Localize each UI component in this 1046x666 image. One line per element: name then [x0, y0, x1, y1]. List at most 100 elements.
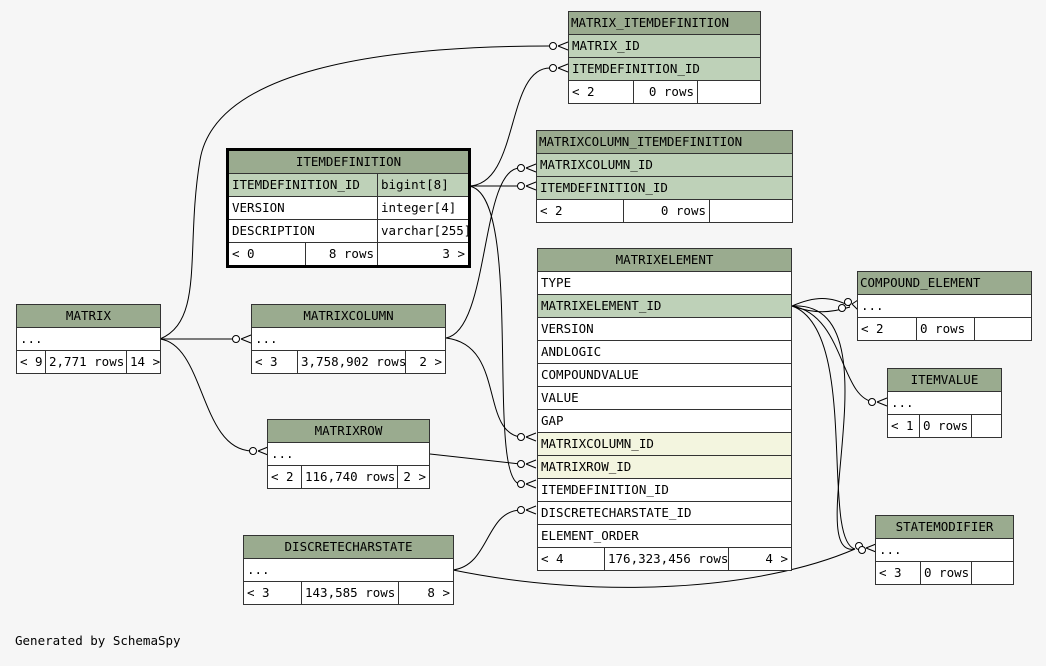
- column-row[interactable]: MATRIXCOLUMN_ID: [538, 433, 791, 456]
- parents-count[interactable]: < 9: [20, 354, 43, 369]
- column-row[interactable]: DISCRETECHARSTATE_ID: [538, 502, 791, 525]
- table-matrixrow[interactable]: MATRIXROW ... < 2 116,740 rows 2 >: [267, 419, 430, 489]
- column-row[interactable]: VERSION: [538, 318, 791, 341]
- table-footer: < 3 143,585 rows 8 >: [244, 582, 453, 604]
- column-name: ITEMDEFINITION_ID: [540, 180, 668, 195]
- zero-many-marker: [232, 335, 240, 343]
- children-count[interactable]: [697, 81, 760, 103]
- column-row[interactable]: VERSION integer[4]: [229, 197, 468, 220]
- children-count[interactable]: 14 >: [126, 351, 160, 373]
- children-count[interactable]: 2 >: [405, 351, 445, 373]
- edge-matrixcolumn-to-matrixelement: [445, 337, 521, 438]
- column-name: ...: [891, 395, 914, 410]
- children-count[interactable]: [971, 415, 1001, 437]
- zero-many-marker: [549, 42, 557, 50]
- table-matrixelement[interactable]: MATRIXELEMENT TYPE MATRIXELEMENT_ID VERS…: [537, 248, 792, 571]
- edge-matrix-to-matrixrow: [159, 338, 253, 452]
- column-name: TYPE: [541, 275, 572, 290]
- parents-count[interactable]: < 2: [572, 84, 595, 99]
- table-footer: < 0 8 rows 3 >: [229, 243, 468, 265]
- column-name: ...: [879, 542, 902, 557]
- column-row[interactable]: TYPE: [538, 272, 791, 295]
- table-statemodifier[interactable]: STATEMODIFIER ... < 3 0 rows: [875, 515, 1014, 585]
- row-count: 0 rows: [633, 81, 697, 103]
- parents-count[interactable]: < 2: [540, 203, 563, 218]
- table-footer: < 4 176,323,456 rows 4 >: [538, 548, 791, 570]
- row-count: 116,740 rows: [301, 466, 397, 488]
- parents-count[interactable]: < 0: [232, 246, 255, 261]
- table-matrix-itemdefinition[interactable]: MATRIX_ITEMDEFINITION MATRIX_ID ITEMDEFI…: [568, 11, 761, 104]
- parents-count[interactable]: < 4: [541, 551, 564, 566]
- column-row[interactable]: COMPOUNDVALUE: [538, 364, 791, 387]
- column-row[interactable]: MATRIX_ID: [569, 35, 760, 58]
- children-count[interactable]: 2 >: [397, 466, 429, 488]
- column-row[interactable]: MATRIXROW_ID: [538, 456, 791, 479]
- column-row[interactable]: GAP: [538, 410, 791, 433]
- zero-many-marker: [517, 164, 525, 172]
- column-row[interactable]: ITEMDEFINITION_ID: [569, 58, 760, 81]
- column-row[interactable]: ITEMDEFINITION_ID: [538, 479, 791, 502]
- children-count[interactable]: 3 >: [377, 243, 468, 265]
- parents-count[interactable]: < 2: [271, 469, 294, 484]
- edge-itemdefinition-to-matrixelement: [467, 185, 521, 485]
- table-footer: < 2 0 rows: [537, 200, 792, 222]
- column-name: ITEMDEFINITION_ID: [232, 177, 360, 192]
- column-row[interactable]: DESCRIPTION varchar[255]: [229, 220, 468, 243]
- column-name: ITEMDEFINITION_ID: [541, 482, 669, 497]
- table-matrix[interactable]: MATRIX ... < 9 2,771 rows 14 >: [16, 304, 161, 374]
- crowfoot-marker: [525, 181, 537, 191]
- parents-count[interactable]: < 3: [255, 354, 278, 369]
- parents-count[interactable]: < 3: [247, 585, 270, 600]
- table-compound-element[interactable]: COMPOUND_ELEMENT ... < 2 0 rows: [857, 271, 1032, 341]
- table-matrixcolumn[interactable]: MATRIXCOLUMN ... < 3 3,758,902 rows 2 >: [251, 304, 446, 374]
- zero-many-marker: [838, 304, 846, 312]
- zero-many-marker: [855, 542, 863, 550]
- column-row[interactable]: MATRIXELEMENT_ID: [538, 295, 791, 318]
- row-count: 2,771 rows: [45, 351, 126, 373]
- column-row[interactable]: ANDLOGIC: [538, 341, 791, 364]
- crowfoot-marker: [525, 505, 537, 515]
- table-title: MATRIXCOLUMN_ITEMDEFINITION: [537, 131, 792, 154]
- column-row[interactable]: ...: [876, 539, 1013, 562]
- parents-count[interactable]: < 1: [891, 418, 914, 433]
- column-name: COMPOUNDVALUE: [541, 367, 639, 382]
- column-row[interactable]: VALUE: [538, 387, 791, 410]
- parents-count[interactable]: < 3: [879, 565, 902, 580]
- column-row[interactable]: ...: [244, 559, 453, 582]
- table-title: STATEMODIFIER: [876, 516, 1013, 539]
- children-count[interactable]: [971, 562, 1013, 584]
- generated-by-caption: Generated by SchemaSpy: [15, 633, 181, 648]
- column-name: MATRIXCOLUMN_ID: [540, 157, 653, 172]
- crowfoot-marker: [525, 432, 537, 442]
- table-matrixcolumn-itemdefinition[interactable]: MATRIXCOLUMN_ITEMDEFINITION MATRIXCOLUMN…: [536, 130, 793, 223]
- children-count[interactable]: 8 >: [398, 582, 453, 604]
- column-row[interactable]: ...: [858, 295, 1031, 318]
- column-row[interactable]: ITEMDEFINITION_ID: [537, 177, 792, 200]
- column-name: DESCRIPTION: [232, 223, 315, 238]
- children-count[interactable]: [974, 318, 1031, 340]
- zero-many-marker: [517, 506, 525, 514]
- column-name: VALUE: [541, 390, 579, 405]
- table-itemvalue[interactable]: ITEMVALUE ... < 1 0 rows: [887, 368, 1002, 438]
- column-row[interactable]: ...: [888, 392, 1001, 415]
- table-itemdefinition[interactable]: ITEMDEFINITION ITEMDEFINITION_ID bigint[…: [226, 148, 471, 268]
- column-type: varchar[255]: [377, 220, 468, 242]
- table-title: MATRIXELEMENT: [538, 249, 791, 272]
- children-count[interactable]: 4 >: [728, 548, 791, 570]
- children-count[interactable]: [709, 200, 792, 222]
- zero-many-marker: [249, 447, 257, 455]
- table-discretecharstate[interactable]: DISCRETECHARSTATE ... < 3 143,585 rows 8…: [243, 535, 454, 605]
- column-row[interactable]: ...: [268, 443, 429, 466]
- column-row[interactable]: ...: [17, 328, 160, 351]
- edge-matrixelement-to-compound-element-b: [791, 305, 851, 313]
- column-row[interactable]: MATRIXCOLUMN_ID: [537, 154, 792, 177]
- column-name: VERSION: [232, 200, 285, 215]
- column-row[interactable]: ELEMENT_ORDER: [538, 525, 791, 548]
- column-row[interactable]: ITEMDEFINITION_ID bigint[8]: [229, 174, 468, 197]
- table-title: MATRIXCOLUMN: [252, 305, 445, 328]
- row-count: 0 rows: [920, 562, 971, 584]
- parents-count[interactable]: < 2: [861, 321, 884, 336]
- column-row[interactable]: ...: [252, 328, 445, 351]
- edge-matrixelement-to-statemodifier: [791, 305, 856, 550]
